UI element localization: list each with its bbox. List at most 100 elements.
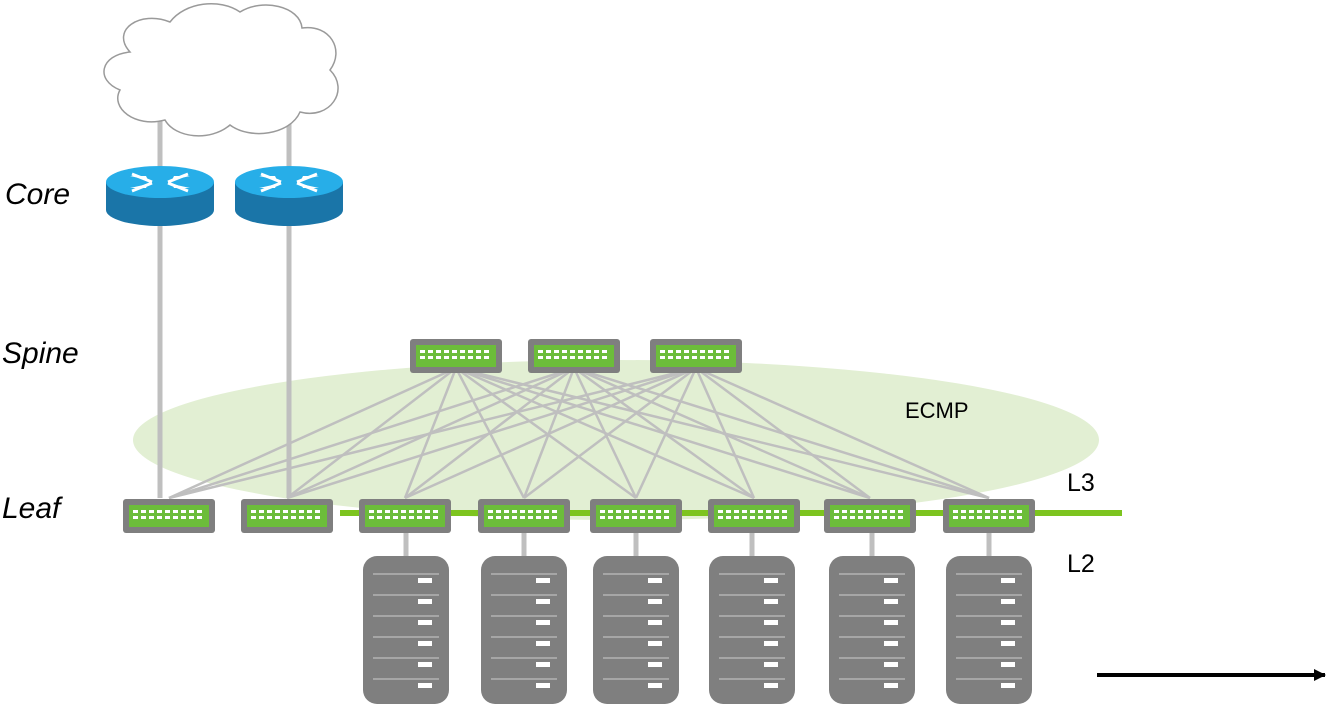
switch-port [520, 516, 525, 519]
switch-port [468, 350, 473, 353]
switch-port [393, 516, 398, 519]
switch-port [969, 516, 974, 519]
l2-label: L2 [1067, 550, 1095, 578]
switch-port [157, 516, 162, 519]
cloud-icon [103, 2, 339, 137]
switch-port [660, 350, 665, 353]
switch-port [299, 516, 304, 519]
rack-led [764, 662, 778, 667]
router-arrow [167, 181, 189, 193]
switch-port [578, 356, 583, 359]
router-arrow [131, 181, 153, 193]
switch-port [488, 516, 493, 519]
leaf-switch-icon [123, 499, 215, 533]
rack-led [418, 620, 432, 625]
rack-led [1001, 662, 1015, 667]
leaf-switch-icon [590, 499, 682, 533]
server-rack-icon [946, 556, 1032, 704]
switch-port [291, 510, 296, 513]
fabric-link [695, 366, 871, 500]
tier-label-leaf: Leaf [2, 492, 61, 525]
switch-port [664, 510, 669, 513]
rack-led [764, 599, 778, 604]
tier-label-core: Core [5, 178, 71, 211]
switch-port [692, 356, 697, 359]
switch-port [993, 516, 998, 519]
switch-port [898, 510, 903, 513]
spine-switch-icon [528, 339, 620, 373]
switch-port [842, 510, 847, 513]
switch-port [874, 516, 879, 519]
switch-port [624, 510, 629, 513]
switch-port [602, 350, 607, 353]
switch-port [291, 516, 296, 519]
switch-port [433, 510, 438, 513]
rack-led [418, 641, 432, 646]
switch-port [401, 510, 406, 513]
switch-port [1001, 510, 1006, 513]
switch-port [385, 516, 390, 519]
switch-port [385, 510, 390, 513]
switch-port [726, 510, 731, 513]
rack-body [829, 556, 915, 704]
rack-led [764, 683, 778, 688]
switch-port [149, 510, 154, 513]
leaf-switch-icon [359, 499, 451, 533]
switch-port [782, 516, 787, 519]
switch-port [600, 516, 605, 519]
switch-port [676, 350, 681, 353]
switch-port [528, 516, 533, 519]
switch-port [890, 510, 895, 513]
switch-port [520, 510, 525, 513]
switch-port [578, 350, 583, 353]
switch-port [484, 350, 489, 353]
switch-port [953, 510, 958, 513]
server-rack-icon [481, 556, 567, 704]
switch-port [882, 516, 887, 519]
rack-led [1001, 683, 1015, 688]
rack-led [884, 578, 898, 583]
switch-port [842, 516, 847, 519]
switch-port [953, 516, 958, 519]
switch-port [133, 516, 138, 519]
switch-port [496, 510, 501, 513]
router-icon [235, 166, 343, 226]
switch-port [977, 510, 982, 513]
rack-led [536, 620, 550, 625]
rack-led [418, 578, 432, 583]
switch-port [977, 516, 982, 519]
switch-port [409, 510, 414, 513]
rack-led [648, 599, 662, 604]
switch-port [181, 510, 186, 513]
router-arrow [296, 181, 318, 193]
switch-port [700, 350, 705, 353]
switch-port [369, 510, 374, 513]
switch-port [782, 510, 787, 513]
switch-port [538, 356, 543, 359]
switch-port [197, 510, 202, 513]
switch-port [267, 516, 272, 519]
rack-led [536, 683, 550, 688]
switch-port [315, 516, 320, 519]
switch-port [834, 510, 839, 513]
router-top [106, 166, 214, 198]
rack-body [946, 556, 1032, 704]
switch-port [834, 516, 839, 519]
switch-port [726, 516, 731, 519]
switch-port [165, 516, 170, 519]
switch-port [433, 516, 438, 519]
switch-port [468, 356, 473, 359]
switch-port [656, 510, 661, 513]
switch-port [173, 516, 178, 519]
router-top [235, 166, 343, 198]
server-rack-icon [593, 556, 679, 704]
switch-port [742, 516, 747, 519]
switch-port [608, 516, 613, 519]
rack-led [648, 578, 662, 583]
switch-port [420, 356, 425, 359]
fabric-link [168, 366, 697, 500]
switch-port [624, 516, 629, 519]
rack-led [536, 599, 550, 604]
switch-port [484, 356, 489, 359]
switch-port [640, 510, 645, 513]
